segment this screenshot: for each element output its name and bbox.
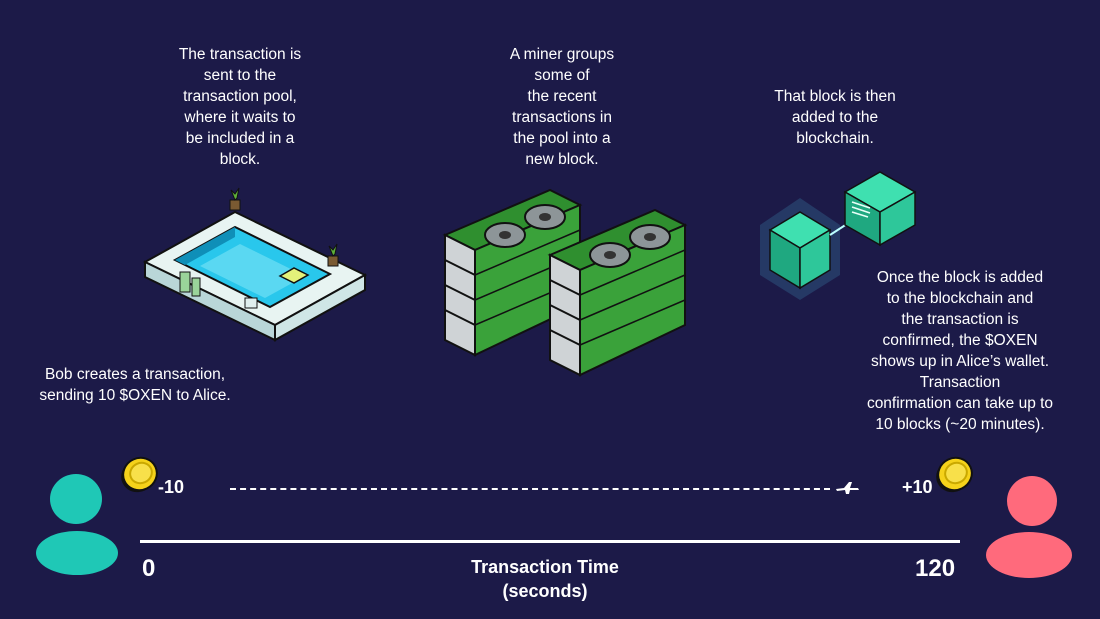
time-axis-line — [140, 540, 960, 543]
confirmation-caption: Once the block is added to the blockchai… — [866, 269, 1054, 433]
sender-caption: Bob creates a transaction, sending 10 $O… — [39, 366, 231, 404]
coin-icon — [933, 455, 977, 500]
blockchain-caption: That block is then added to the blockcha… — [774, 88, 896, 147]
receiver-body — [986, 532, 1072, 578]
cube-blocks-illustration — [750, 150, 930, 315]
receiver-head — [1007, 476, 1057, 526]
axis-start-label: 0 — [142, 555, 156, 582]
sender-head — [50, 474, 102, 524]
coin-icon — [118, 455, 162, 500]
pool-illustration — [140, 180, 370, 355]
amount-received: +10 — [902, 477, 933, 497]
axis-title: Transaction Time (seconds) — [471, 557, 619, 601]
axis-end-label: 120 — [915, 555, 956, 582]
gpu-stack-illustration — [430, 180, 700, 385]
pool-caption: The transaction is sent to the transacti… — [178, 46, 302, 168]
plane-icon — [834, 480, 860, 501]
sender-body — [36, 531, 118, 575]
amount-sent: -10 — [158, 477, 185, 497]
transaction-path-line — [230, 488, 830, 490]
sender-avatar — [36, 474, 126, 579]
miner-caption: A miner groups some of the recent transa… — [509, 46, 615, 168]
receiver-avatar — [986, 474, 1081, 584]
